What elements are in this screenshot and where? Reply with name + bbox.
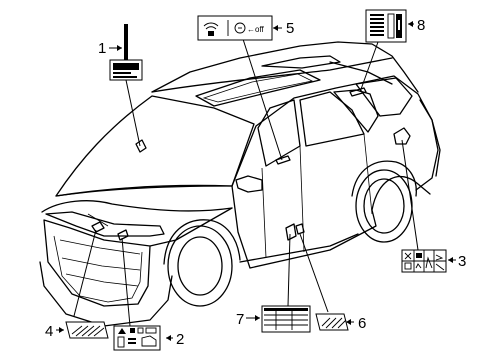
label-5-icon: ←off — [197, 15, 273, 41]
callout-8: 8 — [417, 17, 425, 34]
callout-4: 4 — [45, 323, 53, 340]
callout-3: 3 — [458, 253, 466, 270]
callout-arrowheads — [59, 21, 453, 341]
callout-6: 6 — [358, 315, 366, 332]
label-1-icon — [109, 24, 143, 81]
label-2-icon — [113, 325, 161, 351]
callout-2: 2 — [176, 331, 184, 348]
label-3-icon — [401, 249, 447, 273]
callout-7: 7 — [236, 311, 244, 328]
callout-1: 1 — [98, 40, 106, 57]
label-4-icon — [65, 321, 109, 339]
label-8-icon — [365, 9, 407, 43]
callout-5: 5 — [286, 20, 294, 37]
label-5-off-text: ←off — [247, 25, 265, 34]
vehicle-illustration — [39, 41, 441, 327]
label-7-icon — [261, 305, 311, 333]
label-6-icon — [315, 313, 349, 331]
